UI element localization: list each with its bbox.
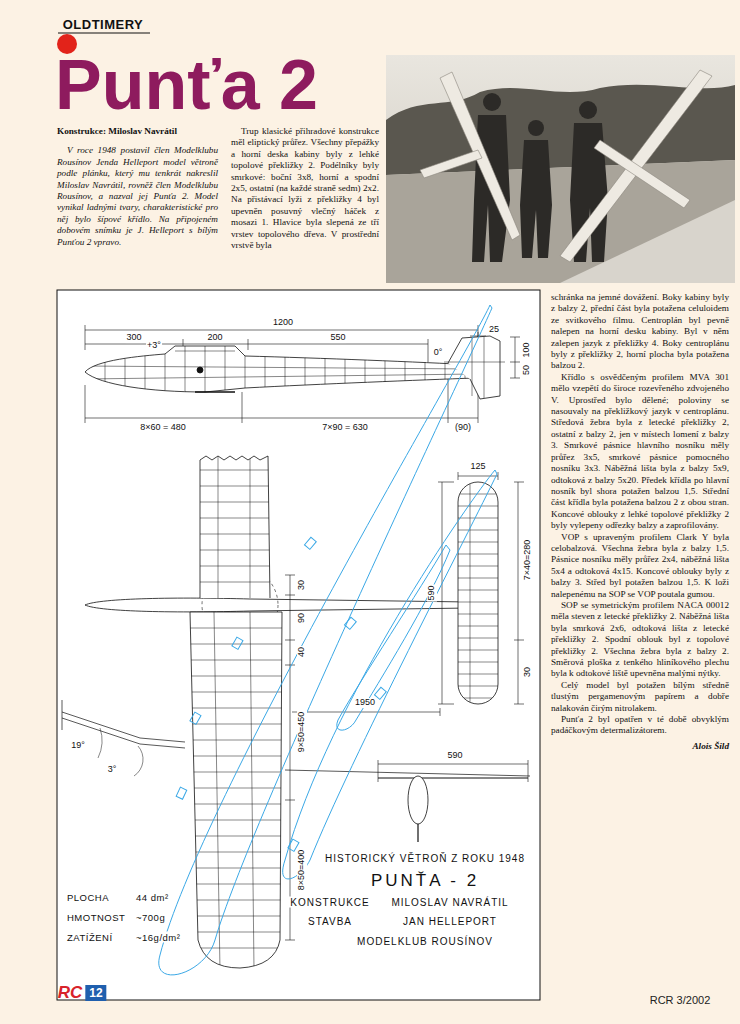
body-paragraph: Trup klasické přihradové konstrukce měl …	[231, 126, 379, 251]
dimension: 40	[297, 646, 307, 658]
plan-field: KONSTRUKCE	[288, 897, 371, 908]
issue-label: RCR 3/2002	[650, 994, 711, 1006]
dimension: 100	[522, 341, 532, 358]
body-paragraph: schránka na jemné dovážení. Boky kabiny …	[551, 292, 729, 372]
tail-front-dimension	[378, 760, 528, 782]
body-paragraph: Celý model byl potažen bílým středně tlu…	[551, 680, 729, 714]
angle-arcs	[98, 728, 143, 776]
plan-title: HISTORICKÝ VĚTROŇ Z ROKU 1948	[323, 853, 527, 864]
wing-dimension	[285, 575, 295, 940]
glider-plan	[57, 290, 540, 1000]
wing-bottom-ribs	[180, 612, 290, 970]
dimension: 590	[427, 584, 437, 601]
photo-grass	[386, 160, 735, 283]
magazine-logo: RC	[58, 983, 83, 1003]
spec-field: ZATÍŽENÍ	[66, 932, 114, 943]
dimension: 30	[297, 579, 307, 591]
plan-frame	[57, 290, 540, 1000]
tail-front-view	[378, 778, 528, 779]
photo-ground	[386, 55, 735, 283]
plan-value: MILOSLAV NAVRÁTIL	[389, 897, 510, 908]
dimension: 7×40=280	[523, 539, 533, 582]
dimension: 590	[446, 751, 463, 761]
header-rule	[58, 33, 150, 34]
article-title: Punťa 2	[55, 50, 318, 120]
spec-value: ~700g	[135, 912, 166, 923]
dimension: 25	[488, 325, 500, 335]
tailplane-ribs	[458, 482, 498, 704]
wing-bottom-half	[190, 612, 282, 968]
dimension: 8×60 = 480	[139, 423, 187, 433]
hook-mark	[197, 367, 203, 373]
fuselage-side	[85, 346, 475, 392]
dimension: 50	[522, 364, 532, 376]
dimension: 8×50=400	[297, 849, 307, 892]
body-paragraph: Punťa 2 byl opatřen v té době obvyklým p…	[551, 714, 729, 737]
dimension: 1950	[354, 698, 376, 708]
body-paragraph: Křídlo s osvědčeným profilem MVA 301 měl…	[551, 372, 729, 532]
page-number: 12	[85, 985, 106, 1001]
dimension-lines	[85, 325, 520, 423]
spec-field: PLOCHA	[66, 892, 110, 903]
fuselage-front	[408, 776, 428, 824]
angle-label: 0°	[433, 348, 444, 358]
wing-front-line	[285, 770, 530, 776]
dimension: 125	[469, 462, 486, 472]
plan-value: JAN HELLEPORT	[401, 916, 499, 927]
spec-value: 44 dm²	[135, 892, 170, 903]
dimension: 7×90 = 630	[321, 423, 369, 433]
spec-field: HMOTNOST	[66, 912, 126, 923]
angle-label: +3°	[146, 341, 162, 351]
section-header: OLDTIMERY	[63, 17, 144, 32]
body-paragraph: SOP se symetrickým profilem NACA 00012 m…	[551, 600, 729, 680]
dimension: 30	[523, 666, 533, 678]
angle-label: 3°	[107, 765, 118, 775]
photo-gliders	[420, 70, 712, 262]
plan-club: MODELKLUB ROUSÍNOV	[355, 936, 495, 947]
wing-top-half	[200, 456, 270, 598]
fuselage-frames	[85, 340, 475, 400]
author-signature: Alois Šild	[551, 741, 729, 752]
plan-model-name: PUNŤA - 2	[369, 871, 481, 891]
dimension: (90)	[454, 423, 472, 433]
historic-photo	[386, 55, 735, 283]
dimension: 550	[329, 333, 346, 343]
span-dimension	[292, 708, 440, 716]
intro-paragraph: V roce 1948 postavil člen Modelklubu Rou…	[57, 145, 218, 248]
dimension: 9×50=450	[297, 711, 307, 754]
dimension: 1200	[272, 318, 294, 328]
dimension: 200	[206, 333, 223, 343]
skid	[195, 391, 235, 393]
angle-label: 19°	[70, 741, 86, 751]
tailplane-top	[458, 482, 498, 704]
plan-field: STAVBA	[306, 916, 354, 927]
text-column: schránka na jemné dovážení. Boky kabiny …	[551, 292, 729, 752]
dimension: 300	[125, 333, 142, 343]
fin-front	[417, 824, 418, 842]
spec-value: ~16g/dm²	[135, 932, 181, 943]
cutting-layout	[159, 305, 497, 975]
dimension: 90	[297, 612, 307, 624]
tail-span-dimension	[438, 482, 454, 704]
author-line: Konstrukce: Miloslav Navrátil	[57, 126, 218, 137]
body-paragraph: VOP s upraveným profilem Clark Y byla ce…	[551, 532, 729, 600]
text-column: Konstrukce: Miloslav Navrátil V roce 1948…	[57, 126, 218, 248]
text-column: Trup klasické přihradové konstrukce měl …	[231, 126, 379, 251]
wing-top-ribs	[195, 455, 275, 600]
